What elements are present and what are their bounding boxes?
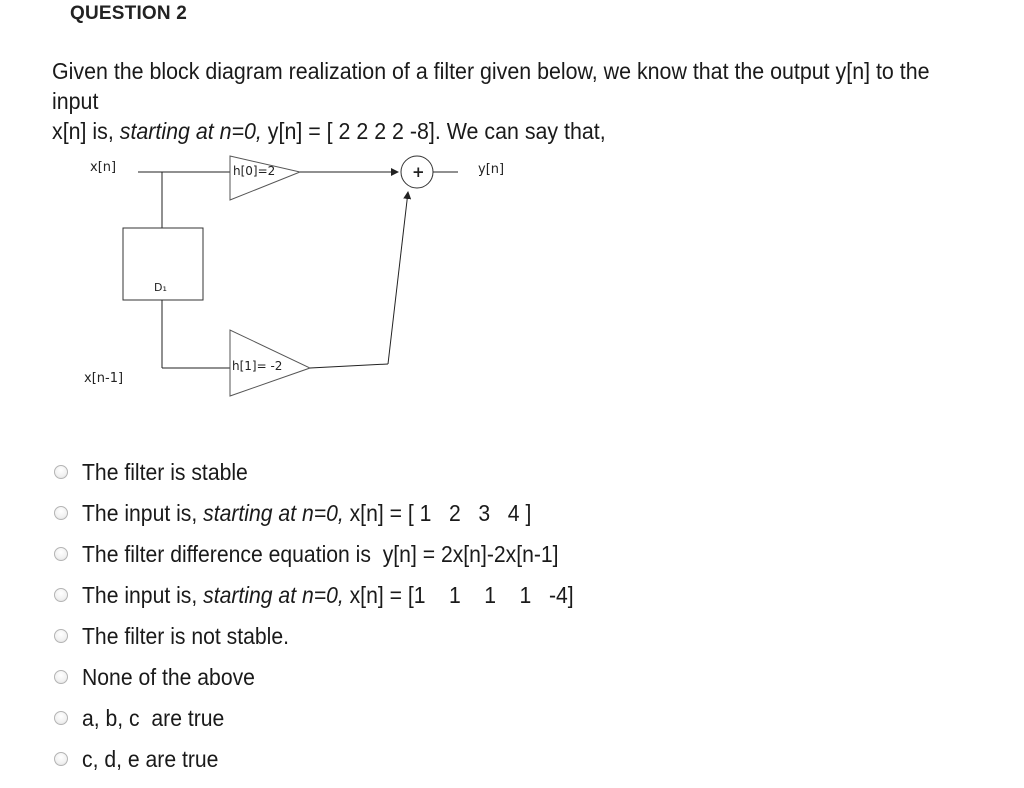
option-c[interactable]: The filter difference equation is y[n] =… — [54, 538, 754, 578]
option-f-text: None of the above — [82, 664, 255, 690]
option-h[interactable]: c, d, e are true — [54, 743, 754, 783]
option-g-text: a, b, c are true — [82, 705, 225, 731]
option-b-text-end: x[n] = [ 1 2 3 4 ] — [343, 500, 532, 526]
gain-h0-triangle — [229, 155, 302, 201]
option-g-radio[interactable] — [54, 711, 68, 725]
option-c-radio[interactable] — [54, 547, 68, 561]
option-h-text: c, d, e are true — [82, 746, 219, 772]
delay-block — [122, 227, 204, 301]
option-d-text-start: The input is, — [82, 582, 204, 608]
prompt-line-2-italic: starting at n=0, — [119, 118, 262, 144]
option-f[interactable]: None of the above — [54, 661, 754, 701]
option-e-label[interactable]: The filter is not stable. — [82, 620, 289, 652]
option-a[interactable]: The filter is stable — [54, 456, 754, 496]
prompt-line-2-end: y[n] = [ 2 2 2 2 -8]. We can say that, — [261, 118, 606, 144]
adder-plus-sign: + — [412, 163, 425, 181]
option-d-text-italic: starting at n=0, — [203, 582, 344, 608]
prompt-line-2-start: x[n] is, — [52, 118, 120, 144]
option-e-text: The filter is not stable. — [82, 623, 289, 649]
option-h-label[interactable]: c, d, e are true — [82, 743, 218, 775]
option-f-radio[interactable] — [54, 670, 68, 684]
option-d-label[interactable]: The input is, starting at n=0, x[n] = [1… — [82, 579, 574, 611]
question-prompt: Given the block diagram realization of a… — [52, 56, 945, 146]
option-a-radio[interactable] — [54, 465, 68, 479]
option-a-label[interactable]: The filter is stable — [82, 456, 248, 488]
h1-output-wire — [309, 363, 389, 369]
option-b-label[interactable]: The input is, starting at n=0, x[n] = [ … — [82, 497, 531, 529]
option-d-text-end: x[n] = [1 1 1 1 -4] — [343, 582, 574, 608]
question-heading: QUESTION 2 — [70, 3, 188, 24]
gain-h1-triangle — [229, 329, 312, 397]
option-c-text: The filter difference equation is y[n] =… — [82, 541, 559, 567]
option-e[interactable]: The filter is not stable. — [54, 620, 754, 660]
gain-h0-label: h[0]=2 — [233, 164, 276, 178]
option-g[interactable]: a, b, c are true — [54, 702, 754, 742]
input-label: x[n] — [90, 160, 117, 175]
prompt-line-1: Given the block diagram realization of a… — [52, 58, 930, 114]
option-h-radio[interactable] — [54, 752, 68, 766]
option-b[interactable]: The input is, starting at n=0, x[n] = [ … — [54, 497, 754, 537]
option-d-radio[interactable] — [54, 588, 68, 602]
block-diagram-lines — [122, 155, 458, 397]
option-b-text-start: The input is, — [82, 500, 204, 526]
option-b-text-italic: starting at n=0, — [203, 500, 344, 526]
option-e-radio[interactable] — [54, 629, 68, 643]
delayed-input-label: x[n-1] — [84, 371, 124, 386]
delay-block-label: D₁ — [154, 281, 167, 294]
h1-to-adder-wire — [387, 191, 412, 365]
option-f-label[interactable]: None of the above — [82, 661, 255, 693]
option-a-text: The filter is stable — [82, 459, 248, 485]
option-c-label[interactable]: The filter difference equation is y[n] =… — [82, 538, 559, 570]
prompt-line-2: x[n] is, starting at n=0, y[n] = [ 2 2 2… — [52, 116, 945, 146]
option-g-label[interactable]: a, b, c are true — [82, 702, 224, 734]
output-label: y[n] — [478, 162, 505, 177]
option-b-radio[interactable] — [54, 506, 68, 520]
option-d[interactable]: The input is, starting at n=0, x[n] = [1… — [54, 579, 754, 619]
block-diagram: x[n] y[n] x[n-1] D₁ h[0]=2 h[1]= -2 + — [80, 150, 540, 410]
gain-h1-label: h[1]= -2 — [232, 359, 283, 373]
